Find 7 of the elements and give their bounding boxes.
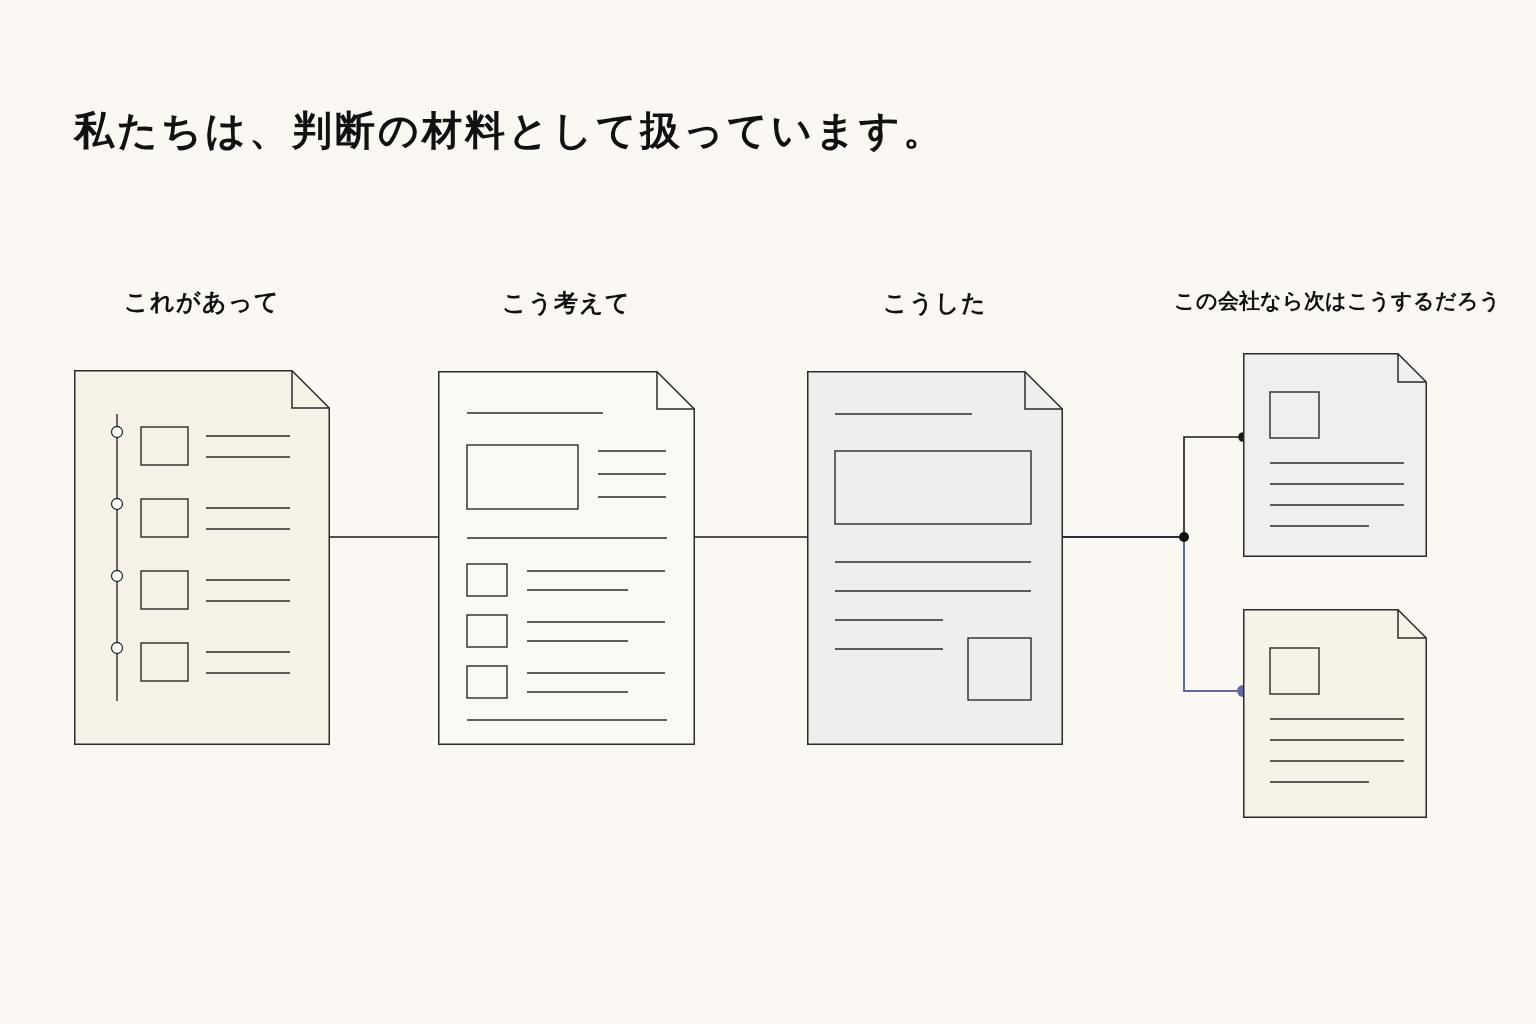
column-heading: この会社なら次はこうするだろう: [1173, 289, 1501, 315]
column-heading: これがあって: [124, 288, 280, 317]
page-title: 私たちは、判断の材料として扱っています。: [74, 106, 946, 154]
column-heading: こうした: [883, 289, 987, 318]
connector-line: [694, 536, 808, 538]
connector-line: [329, 536, 439, 538]
column-heading: こう考えて: [502, 289, 631, 318]
